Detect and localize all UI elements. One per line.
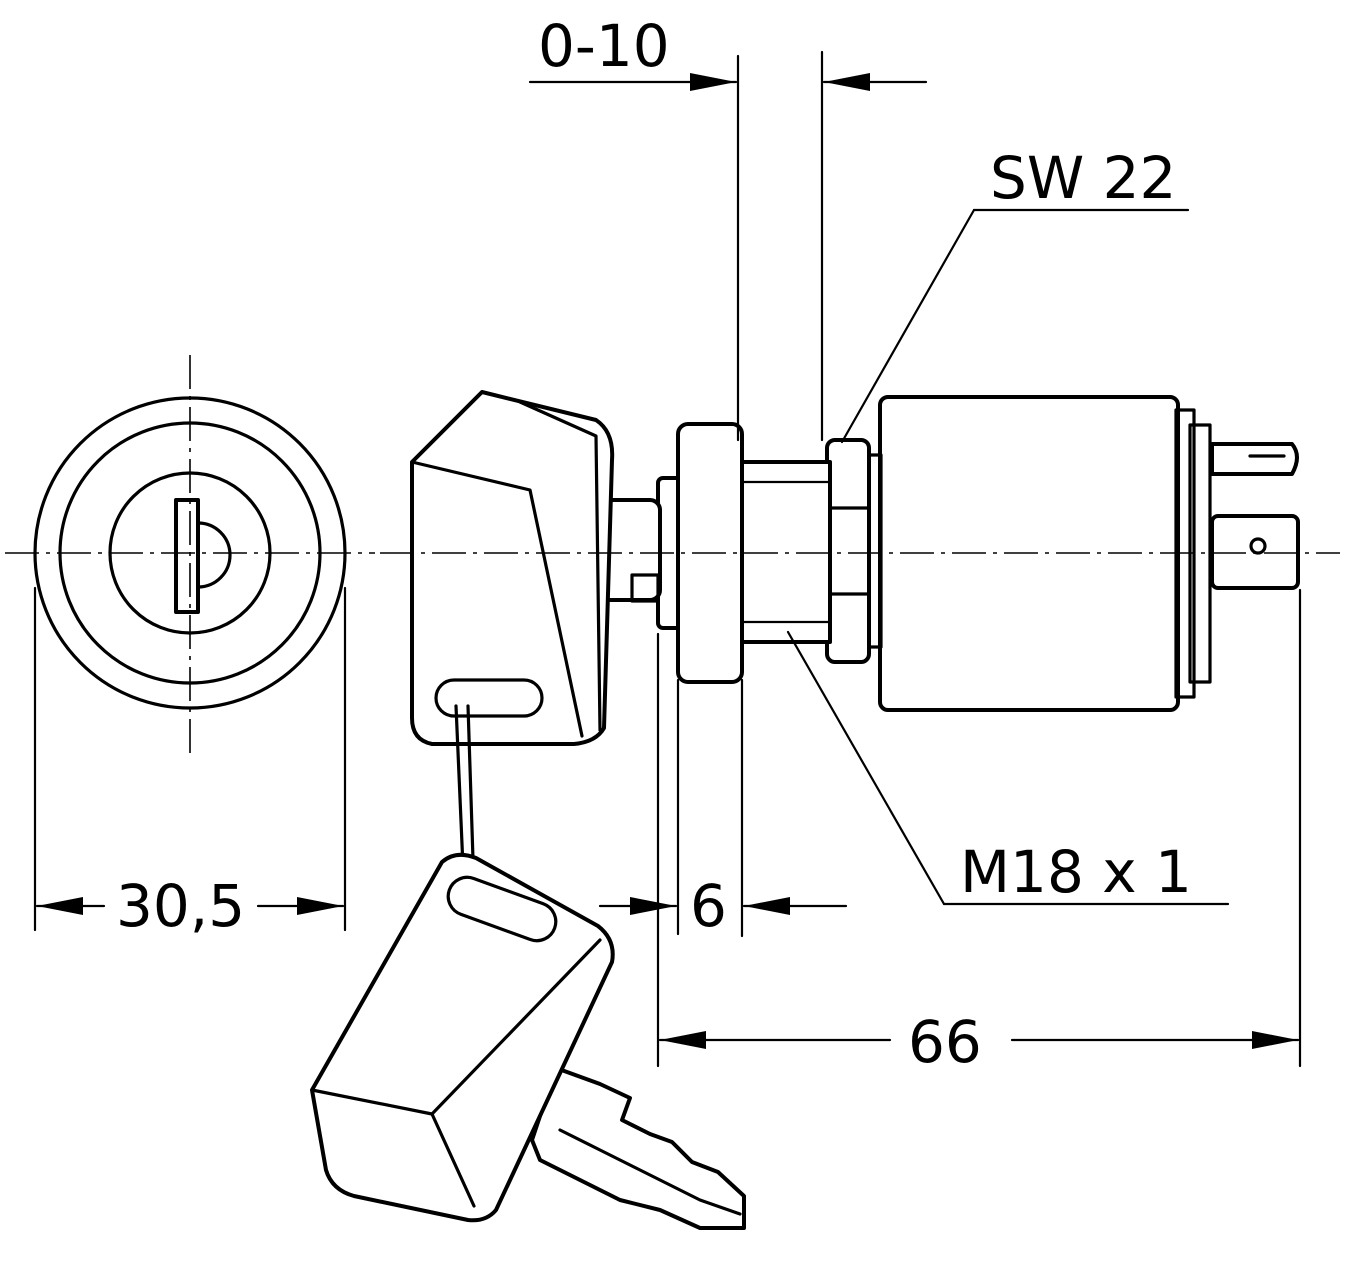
- key-head-lower-edge: [430, 1112, 476, 1208]
- nut-body: [825, 438, 871, 664]
- shaft-body: [740, 460, 832, 644]
- label-diameter: 30,5: [116, 872, 245, 940]
- label-bezel: 6: [690, 872, 727, 940]
- dim-gap: 0-10: [528, 12, 928, 442]
- leader-thread: [786, 630, 946, 906]
- key-head-upper-edge: [518, 400, 602, 732]
- arrow-bezel-left: [630, 897, 676, 915]
- threaded-shaft: [740, 460, 832, 644]
- front-view: [5, 355, 375, 760]
- key-head-lower: [310, 852, 615, 1223]
- terminal-upper: [1210, 442, 1299, 476]
- label-length: 66: [908, 1008, 982, 1076]
- dim-diameter: 30,5: [33, 586, 347, 940]
- keyhole-half-disc: [196, 521, 232, 589]
- key-blade-groove: [558, 1128, 742, 1216]
- label-gap: 0-10: [538, 12, 670, 80]
- spare-key: [310, 852, 746, 1230]
- nut-washer: [867, 453, 883, 649]
- arrow-length-left: [660, 1031, 706, 1049]
- leader-wrench: [840, 208, 976, 444]
- key-head-upper: [410, 390, 615, 746]
- terminal-hole: [1249, 537, 1267, 555]
- dim-bezel: 6: [598, 678, 848, 940]
- dim-thread: M18 x 1: [786, 630, 1230, 906]
- key-neck-step: [630, 573, 660, 603]
- arrow-diameter-left: [37, 897, 83, 915]
- arrow-diameter-right: [297, 897, 343, 915]
- key-ring-slot-upper: [434, 678, 544, 718]
- key-ring-slot-lower: [446, 875, 558, 943]
- label-thread: M18 x 1: [960, 838, 1192, 906]
- arrow-length-right: [1252, 1031, 1298, 1049]
- keyhole-slot: [174, 498, 200, 614]
- arrow-bezel-right: [744, 897, 790, 915]
- inserted-key: [410, 390, 662, 746]
- label-wrench: SW 22: [990, 144, 1176, 212]
- dim-length: 66: [656, 588, 1302, 1076]
- key-blade: [530, 1066, 746, 1230]
- arrow-gap-left: [690, 73, 736, 91]
- dim-wrench: SW 22: [840, 144, 1190, 444]
- arrow-gap-right: [824, 73, 870, 91]
- key-head-upper-facet: [410, 460, 584, 738]
- hex-nut: [825, 438, 883, 664]
